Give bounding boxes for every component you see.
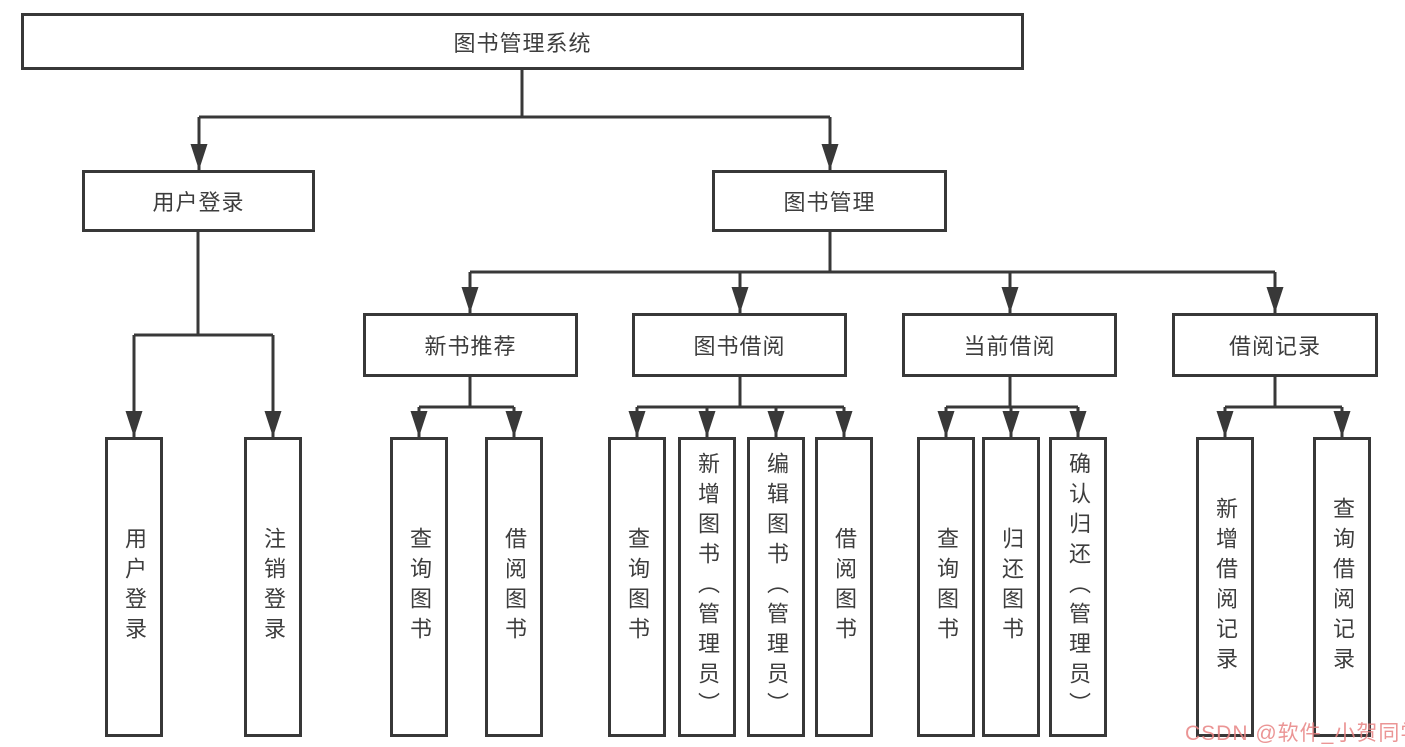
node-label: 查询图书 [934,527,959,647]
node-label: 归还图书 [999,527,1024,647]
leaf-add-books-admin: 新增图书（管理员） [678,437,736,737]
node-label: 确认归还（管理员） [1066,452,1091,722]
leaf-confirm-return-admin: 确认归还（管理员） [1049,437,1107,737]
leaf-edit-books-admin: 编辑图书（管理员） [747,437,805,737]
node-label: 用户登录 [122,527,147,647]
leaf-borrow-books: 借阅图书 [815,437,873,737]
node-label: 图书管理系统 [453,30,592,56]
leaf-borrow-books-recommend: 借阅图书 [485,437,543,737]
leaf-query-books-recommend: 查询图书 [390,437,448,737]
connector-borrow-fork [635,377,846,437]
node-label: 用户登录 [152,190,245,215]
csdn-watermark: CSDN @软件_小贺同学 [1185,722,1405,745]
node-label: 新书推荐 [424,334,517,359]
node-label: 查询借阅记录 [1330,497,1355,677]
leaf-user-login: 用户登录 [105,437,163,737]
node-label: 借阅图书 [832,527,857,647]
node-book-borrowing: 图书借阅 [632,313,847,377]
node-new-book-recommend: 新书推荐 [363,313,578,377]
node-label: 新增借阅记录 [1213,497,1238,677]
connector-root-fork [197,70,832,170]
node-label: 注销登录 [261,527,286,647]
node-library-management-system: 图书管理系统 [21,13,1024,70]
node-book-management: 图书管理 [712,170,947,232]
node-current-borrowing: 当前借阅 [902,313,1117,377]
leaf-query-books-borrow: 查询图书 [608,437,666,737]
node-label: 借阅图书 [502,527,527,647]
leaf-return-books: 归还图书 [982,437,1040,737]
leaf-add-borrow-record: 新增借阅记录 [1196,437,1254,737]
connector-bookmgmt-fork [468,232,1277,313]
node-label: 编辑图书（管理员） [764,452,789,722]
node-label: 图书借阅 [693,334,786,359]
node-label: 新增图书（管理员） [695,452,720,722]
connector-records-fork [1223,377,1344,437]
leaf-query-books-current: 查询图书 [917,437,975,737]
node-label: 查询图书 [407,527,432,647]
node-borrowing-records: 借阅记录 [1172,313,1378,377]
arrowheads [125,144,1351,437]
connector-userlogin-fork [132,232,275,437]
node-label: 当前借阅 [963,334,1056,359]
node-user-login: 用户登录 [82,170,315,232]
node-label: 查询图书 [625,527,650,647]
node-label: 图书管理 [783,190,876,215]
leaf-logout: 注销登录 [244,437,302,737]
node-label: 借阅记录 [1228,334,1321,359]
leaf-query-borrow-record: 查询借阅记录 [1313,437,1371,737]
connector-newrec-fork [417,377,516,437]
